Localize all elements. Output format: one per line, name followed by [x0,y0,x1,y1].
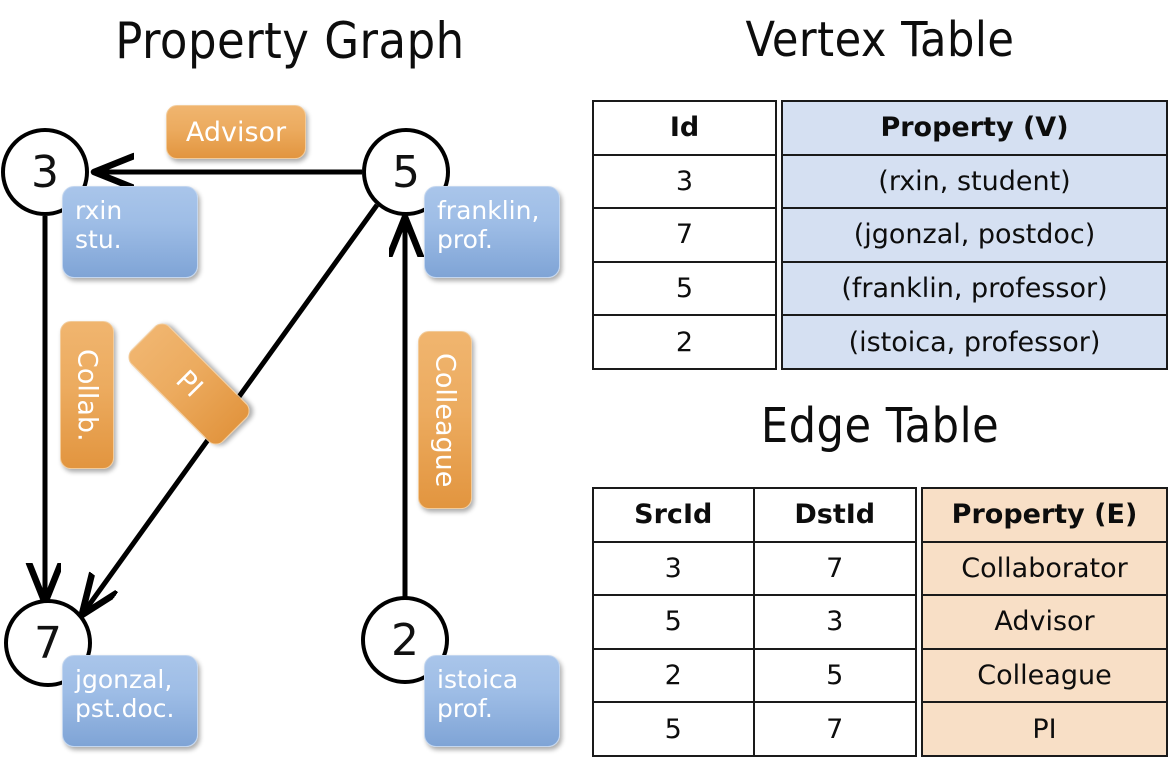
edge-row-1-property: Advisor [923,596,1166,648]
node-5-property-box[interactable]: franklin, prof. [424,186,560,278]
node-5-property-line2: prof. [437,224,493,254]
table-row[interactable]: 5 3 [594,596,915,650]
edge-label-advisor-text: Advisor [185,116,287,148]
vertex-table-header-id: Id [594,102,775,154]
table-row[interactable]: 5 7 [594,703,915,755]
graph-node-2[interactable]: 2 [361,596,449,684]
edge-label-colleague[interactable]: Colleague [418,331,472,509]
edge-row-0-src: 3 [594,542,755,595]
edge-table-header-row-property: Property (E) [923,489,1166,543]
vertex-row-0-id: 3 [594,155,775,208]
graph-node-3-label: 3 [31,146,59,198]
table-row[interactable]: 5 [594,262,775,317]
node-3-property-box[interactable]: rxin stu. [62,186,198,278]
node-2-property-line2: prof. [437,693,493,723]
node-2-property-box[interactable]: istoica prof. [424,655,560,747]
vertex-table-header-property: Property (V) [783,102,1166,154]
vertex-row-0-property: (rxin, student) [783,155,1166,208]
graph-node-2-label: 2 [391,614,419,666]
table-row[interactable]: (jgonzal, postdoc) [783,209,1166,263]
page-title-edge-table: Edge Table [760,398,1000,454]
vertex-table-header-row-property: Property (V) [783,102,1166,156]
vertex-row-1-id: 7 [594,209,775,261]
vertex-row-1-property: (jgonzal, postdoc) [783,209,1166,261]
edge-table-header-property: Property (E) [923,489,1166,541]
table-row[interactable]: 2 5 [594,649,915,704]
vertex-row-2-id: 5 [594,262,775,315]
edge-label-collab[interactable]: Collab. [60,321,114,469]
node-7-property-line2: pst.doc. [75,693,175,723]
node-3-property-line1: rxin [75,196,123,225]
graph-node-7-label: 7 [34,617,62,669]
vertex-table-id-column: Id 3 7 5 2 [592,100,777,370]
graph-node-5-label: 5 [392,146,420,198]
edge-row-3-property: PI [923,703,1166,755]
vertex-row-3-property: (istoica, professor) [783,316,1166,368]
edge-table-header-srcid: SrcId [594,489,755,541]
vertex-table: Id 3 7 5 2 Property (V) (rxin, student) … [592,100,1168,370]
table-row[interactable]: 3 7 [594,542,915,597]
vertex-table-property-column: Property (V) (rxin, student) (jgonzal, p… [781,100,1168,370]
edge-row-1-dst: 3 [754,596,915,648]
edge-row-0-property: Collaborator [923,542,1166,595]
page-title-property-graph: Property Graph [115,12,465,70]
node-3-property-line2: stu. [75,224,122,254]
edge-table-header-dstid: DstId [754,489,915,541]
edge-row-3-src: 5 [594,703,755,755]
node-5-property-line1: franklin, [437,196,540,225]
edge-row-3-dst: 7 [754,703,915,755]
node-7-property-line1: jgonzal, [75,665,173,694]
page-title-vertex-table: Vertex Table [745,12,1015,68]
node-7-property-box[interactable]: jgonzal, pst.doc. [62,655,198,747]
table-row[interactable]: PI [923,703,1166,755]
table-row[interactable]: 3 [594,155,775,210]
table-row[interactable]: (rxin, student) [783,155,1166,210]
edge-table-id-columns: SrcId DstId 3 7 5 3 2 5 5 7 [592,487,917,757]
vertex-table-header-row: Id [594,102,775,156]
edge-row-2-src: 2 [594,649,755,702]
node-2-property-line1: istoica [437,665,519,694]
edge-row-1-src: 5 [594,596,755,648]
edge-table-header-row: SrcId DstId [594,489,915,543]
edge-label-pi-text: PI [169,364,209,404]
edge-row-0-dst: 7 [754,542,915,595]
table-row[interactable]: Collaborator [923,542,1166,597]
table-row[interactable]: Colleague [923,649,1166,704]
edge-table: SrcId DstId 3 7 5 3 2 5 5 7 Property (E)… [592,487,1168,757]
table-row[interactable]: 7 [594,209,775,263]
vertex-row-2-property: (franklin, professor) [783,262,1166,315]
edge-label-advisor[interactable]: Advisor [166,105,306,159]
edge-row-2-property: Colleague [923,649,1166,702]
table-row[interactable]: 2 [594,316,775,368]
table-row[interactable]: (franklin, professor) [783,262,1166,317]
edge-table-property-column: Property (E) Collaborator Advisor Collea… [921,487,1168,757]
edge-row-2-dst: 5 [754,649,915,702]
edge-label-colleague-text: Colleague [429,352,461,488]
table-row[interactable]: Advisor [923,596,1166,650]
property-graph-diagram: 3 5 7 2 rxin stu. franklin, prof. jgonza… [1,105,560,747]
table-row[interactable]: (istoica, professor) [783,316,1166,368]
vertex-row-3-id: 2 [594,316,775,368]
edge-label-collab-text: Collab. [71,348,103,442]
